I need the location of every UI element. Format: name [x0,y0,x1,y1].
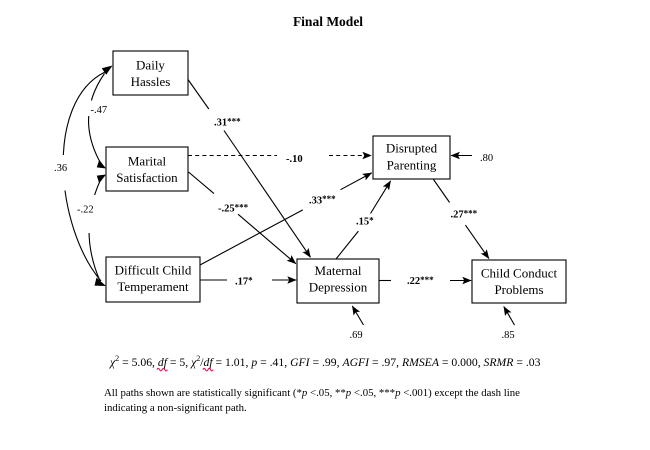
svg-text:Temperament: Temperament [117,279,189,294]
svg-text:.17*: .17* [235,275,253,287]
svg-text:Difficult Child: Difficult Child [115,263,192,278]
svg-text:Final Model: Final Model [293,14,363,29]
svg-text:.80: .80 [480,153,493,164]
svg-text:Depression: Depression [309,280,368,295]
svg-text:.31***: .31*** [214,116,241,128]
svg-text:Problems: Problems [494,282,543,297]
svg-text:.15*: .15* [356,215,374,227]
svg-text:.33***: .33*** [309,194,336,206]
svg-text:-.25***: -.25*** [218,202,249,214]
svg-text:Satisfaction: Satisfaction [116,170,178,185]
svg-text:.36: .36 [54,163,67,174]
svg-text:-.47: -.47 [91,105,108,116]
svg-text:.22***: .22*** [407,275,434,287]
svg-text:Disrupted: Disrupted [386,141,438,156]
svg-text:-.10: -.10 [286,154,303,165]
svg-text:.85: .85 [502,330,515,341]
svg-text:.27***: .27*** [451,208,478,220]
svg-text:Hassles: Hassles [131,74,171,89]
svg-text:Daily: Daily [136,58,165,73]
svg-text:Marital: Marital [128,154,167,169]
svg-text:Child Conduct: Child Conduct [481,266,558,281]
svg-text:Parenting: Parenting [387,158,437,173]
svg-text:Maternal: Maternal [315,263,362,278]
svg-text:.69: .69 [350,330,363,341]
svg-text:-.22: -.22 [77,205,94,216]
